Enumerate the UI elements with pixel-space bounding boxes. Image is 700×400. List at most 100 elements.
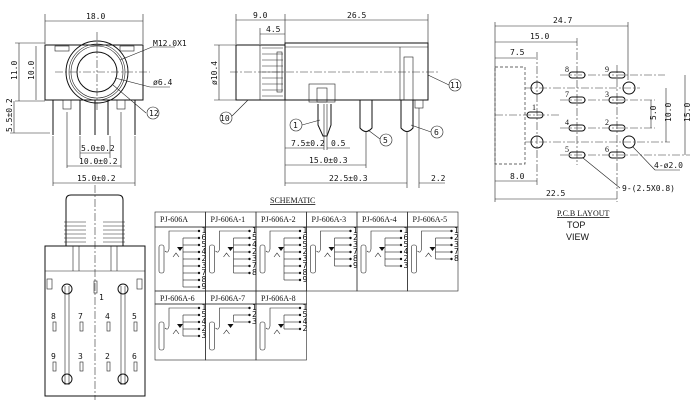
pin-dot xyxy=(298,264,302,268)
pin-dot xyxy=(349,229,352,233)
pin-dot xyxy=(197,285,201,289)
pin-number: 5 xyxy=(252,233,257,242)
pin-number: 3 xyxy=(252,254,257,263)
pin-number: 7 xyxy=(303,261,308,270)
switch-arrow-icon xyxy=(227,247,234,251)
pin-dot xyxy=(298,327,302,331)
pin-number: 6 xyxy=(303,233,308,242)
pin-number: 7 xyxy=(353,247,358,256)
pin-dot xyxy=(197,271,201,275)
tip-contact-icon xyxy=(215,307,250,330)
nut-threads xyxy=(64,221,125,243)
pin-dot xyxy=(197,243,201,247)
cell-name: PJ-606A-6 xyxy=(160,294,195,303)
pin-number: 2 xyxy=(404,254,409,263)
bottom-pin-3: 3 xyxy=(78,352,83,361)
pin-number: 1 xyxy=(202,226,207,235)
slots-note: 9-(2.5X0.8) xyxy=(622,184,675,193)
pin-number: 9 xyxy=(303,275,308,284)
pin-number: 5 xyxy=(404,240,409,249)
pin-number: 5 xyxy=(303,310,308,319)
side-pins xyxy=(317,99,424,150)
thread-label: M12.0X1 xyxy=(153,39,187,48)
sleeve-icon xyxy=(158,321,165,351)
pin-dot xyxy=(399,264,403,268)
pin-dot xyxy=(298,257,302,261)
pin-number: 4 xyxy=(303,317,308,326)
pcb-dim-v10: 10.0 xyxy=(664,103,673,122)
pin-number: 1 xyxy=(202,303,207,312)
pin-dot xyxy=(298,243,302,247)
pin-number: 1 xyxy=(252,303,257,312)
callout-10: 10 xyxy=(220,114,230,123)
pcb-layout: 24.7 15.0 7.5 8 9 7 3 1 4 2 5 6 xyxy=(494,16,692,242)
pin-dot xyxy=(248,250,251,254)
cell-name: PJ-606A-5 xyxy=(413,215,448,224)
dim-7-5: 7.5±0.2 xyxy=(291,139,325,148)
ring-contact-icon xyxy=(172,329,180,335)
pin-dot xyxy=(450,243,453,247)
switch-arrow-icon xyxy=(177,247,183,251)
pin-number: 1 xyxy=(404,226,409,235)
schematic-title: SCHEMATIC xyxy=(270,196,315,205)
sleeve-icon xyxy=(209,244,215,274)
switch-arrow-icon xyxy=(177,324,183,328)
cell-name: PJ-606A-4 xyxy=(362,215,397,224)
sleeve-icon xyxy=(310,244,316,274)
pcb-dim-15: 15.0 xyxy=(530,32,549,41)
schematic: SCHEMATIC PJ-606A165423789PJ-606A-115423… xyxy=(154,196,459,361)
tip-contact-icon xyxy=(417,230,452,253)
bottom-pin-4: 4 xyxy=(105,312,110,321)
cell-name: PJ-606A-7 xyxy=(211,294,246,303)
ring-contact-icon xyxy=(273,329,281,335)
pin-number: 8 xyxy=(303,268,308,277)
dim-15: 15.0±0.3 xyxy=(309,156,348,165)
pin-number: 5 xyxy=(202,310,207,319)
pin-number: 4 xyxy=(404,247,409,256)
pin-number: 8 xyxy=(252,268,257,277)
dim-pitch-15: 15.0±0.2 xyxy=(77,174,116,183)
tip-contact-icon xyxy=(366,230,401,253)
pin-dot xyxy=(349,243,352,247)
pin-number: 2 xyxy=(303,247,308,256)
pin-dot xyxy=(298,320,302,324)
pin-number: 3 xyxy=(252,317,257,326)
callout-1: 1 xyxy=(293,121,298,130)
pin-dot xyxy=(450,236,453,240)
callout-6: 6 xyxy=(434,128,439,137)
sleeve-icon xyxy=(259,321,266,351)
sleeve-icon xyxy=(158,244,165,274)
pin-dot xyxy=(197,320,201,324)
pin-number: 4 xyxy=(252,240,257,249)
dim-body-length: 26.5 xyxy=(347,11,366,20)
tip-contact-icon xyxy=(265,307,300,330)
ring-contact-icon xyxy=(374,252,382,258)
pin-number: 2 xyxy=(202,324,207,333)
pin-number: 7 xyxy=(202,268,207,277)
pad-1: 1 xyxy=(532,103,536,112)
tip-contact-icon xyxy=(215,230,250,253)
pin-number: 8 xyxy=(353,254,358,263)
pcb-dim-7-5: 7.5 xyxy=(510,48,525,57)
pin-dot xyxy=(197,334,201,338)
pcb-dim-v5: 5.0 xyxy=(649,105,658,120)
dim-0-5: 0.5 xyxy=(331,139,346,148)
ring-contact-icon xyxy=(223,252,230,258)
pin-number: 6 xyxy=(202,233,207,242)
pin-number: 3 xyxy=(202,331,207,340)
pin-dot xyxy=(248,243,251,247)
bottom-pin-8: 8 xyxy=(51,312,56,321)
pin-number: 7 xyxy=(252,261,257,270)
pin-number: 2 xyxy=(454,233,459,242)
pin-dot xyxy=(248,306,251,310)
bore-label: ø6.4 xyxy=(153,78,172,87)
pcb-dim-8: 8.0 xyxy=(510,172,525,181)
pin-number: 8 xyxy=(202,275,207,284)
switch-arrow-icon xyxy=(227,324,234,328)
pin-dot xyxy=(399,250,403,254)
pin-dot xyxy=(248,236,251,240)
pin-dot xyxy=(298,229,302,233)
